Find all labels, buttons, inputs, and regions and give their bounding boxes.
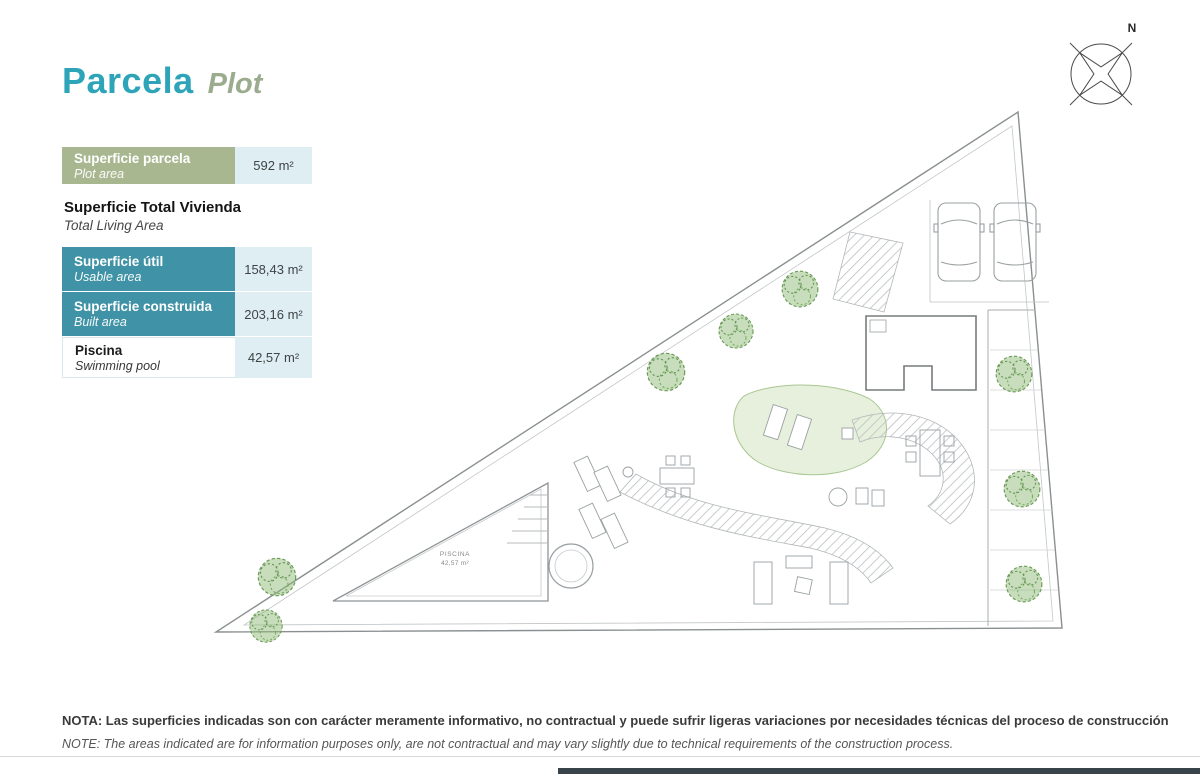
usable-area-label: Superficie útil Usable area (62, 247, 235, 291)
page-title: Parcela Plot (62, 60, 262, 102)
sunbed-icon (762, 404, 854, 451)
tree-icon (718, 313, 754, 349)
row-built-area: Superficie construida Built area 203,16 … (62, 292, 312, 337)
footer-bar (558, 768, 1200, 774)
plot-area-value: 592 m² (235, 147, 312, 184)
compass-star-icon (1079, 52, 1123, 96)
pool-area-label: Piscina Swimming pool (62, 337, 235, 378)
lawn (733, 384, 887, 476)
note-en: NOTE: The areas indicated are for inform… (62, 737, 954, 751)
plot-area-label: Superficie parcela Plot area (62, 147, 235, 184)
sunbed-group (573, 455, 634, 550)
car-icon (989, 202, 1041, 282)
usable-area-label-en: Usable area (74, 270, 142, 284)
car-icon (933, 202, 985, 282)
built-area-label-en: Built area (74, 315, 127, 329)
parking-area (832, 200, 1049, 313)
side-table (828, 487, 885, 507)
tree-icon (781, 270, 819, 308)
row-pool-area: Piscina Swimming pool 42,57 m² (62, 337, 312, 378)
usable-area-label-es: Superficie útil (74, 254, 164, 269)
parking-hatch (832, 231, 904, 313)
built-area-label-es: Superficie construida (74, 299, 213, 314)
plot-area-label-es: Superficie parcela (74, 150, 191, 166)
pool-area-label-en: Swimming pool (75, 358, 160, 373)
usable-area-value: 158,43 m² (235, 247, 312, 291)
tree-icon (257, 557, 297, 597)
compass-rose: N (1056, 16, 1148, 121)
pergola-table (659, 455, 695, 498)
total-living-es: Superficie Total Vivienda (64, 199, 241, 216)
pool-steps (507, 494, 548, 544)
built-area-value: 203,16 m² (235, 292, 312, 336)
title-en: Plot (207, 68, 263, 100)
tree-icon (646, 352, 686, 392)
note-es: NOTA: Las superficies indicadas son con … (62, 713, 1169, 728)
dining-table (905, 429, 955, 477)
plot-boundary (213, 110, 1063, 633)
tree-icon (995, 355, 1033, 393)
footer-divider (0, 756, 1200, 757)
tree-icon (1005, 565, 1043, 603)
pool-label: PISCINA (440, 551, 470, 558)
tree-icon (1003, 470, 1041, 508)
north-label: N (1128, 21, 1137, 35)
total-living-heading: Superficie Total Vivienda Total Living A… (64, 199, 312, 234)
built-area-label: Superficie construida Built area (62, 292, 235, 336)
tree-icon (249, 609, 283, 643)
pool-area-label-es: Piscina (75, 342, 123, 358)
row-usable-area: Superficie útil Usable area 158,43 m² (62, 247, 312, 292)
plot-area-label-en: Plot area (74, 166, 125, 181)
row-plot-area: Superficie parcela Plot area 592 m² (62, 147, 312, 184)
pool-area-label: 42,57 m² (441, 560, 470, 567)
title-es: Parcela (62, 60, 194, 101)
total-living-en: Total Living Area (64, 218, 164, 233)
spa-circle (548, 543, 594, 589)
swimming-pool: PISCINA 42,57 m² (332, 481, 594, 602)
house-footprint (865, 315, 977, 391)
lounge-set (753, 555, 849, 605)
pool-area-value: 42,57 m² (235, 337, 312, 378)
areas-table: Superficie parcela Plot area 592 m² Supe… (62, 147, 312, 378)
